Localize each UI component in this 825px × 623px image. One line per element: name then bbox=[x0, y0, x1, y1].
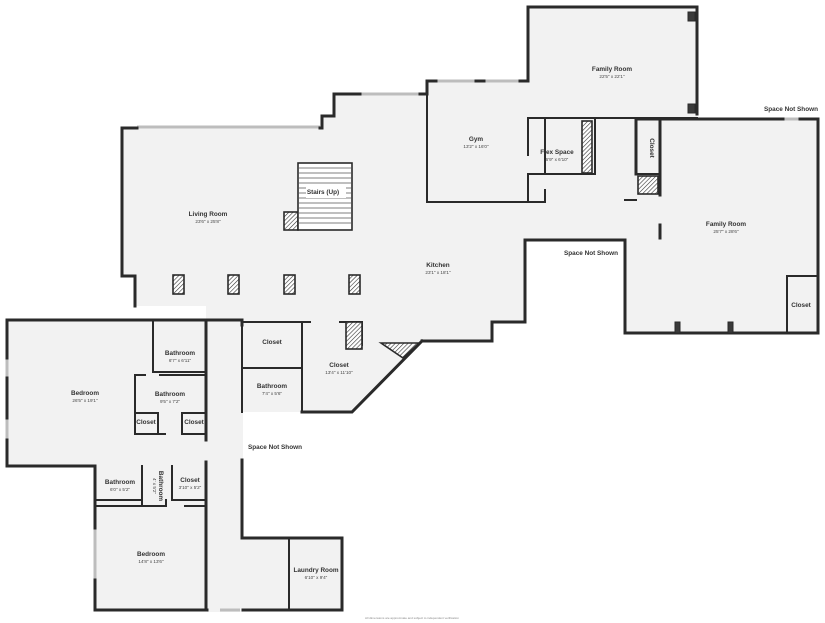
room-dims-closet-c: 3'10" x 5'2" bbox=[179, 485, 202, 490]
room-dims-bathroom-d: 4' x 5'2" bbox=[152, 478, 157, 494]
windows bbox=[5, 79, 800, 612]
room-name-gym: Gym bbox=[469, 136, 484, 143]
room-name-closet-far-right: Closet bbox=[791, 302, 811, 309]
room-dims-flex-space: 6'9" x 6'10" bbox=[546, 157, 569, 162]
room-dims-bathroom-a: 6'7" x 6'11" bbox=[169, 358, 192, 363]
room-name-bedroom-lower: Bedroom bbox=[137, 551, 165, 558]
room-name-bathroom-c: Bathroom bbox=[105, 479, 135, 486]
space-not-shown-label: Space Not Shown bbox=[248, 444, 302, 451]
room-name-laundry: Laundry Room bbox=[293, 567, 338, 574]
room-name-closet-c: Closet bbox=[180, 477, 200, 484]
disclaimer-text: All dimensions are approximate and subje… bbox=[365, 616, 459, 620]
interior-walls bbox=[94, 93, 819, 611]
room-name-closet-mid: Closet bbox=[262, 339, 282, 346]
room-dims-bathroom-c: 6'0" x 5'2" bbox=[110, 487, 130, 492]
floor-main bbox=[122, 7, 697, 412]
room-name-bathroom-a: Bathroom bbox=[165, 350, 195, 357]
room-name-bathroom-mid: Bathroom bbox=[257, 383, 287, 390]
room-dims-bathroom-b: 9'5" x 7'2" bbox=[160, 399, 180, 404]
room-name-closet-right: Closet bbox=[648, 138, 655, 158]
room-name-closet-b1: Closet bbox=[136, 419, 156, 426]
room-dims-gym: 13'2" x 16'0" bbox=[463, 144, 489, 149]
floor-right bbox=[625, 119, 818, 333]
exterior-walls bbox=[5, 5, 820, 612]
room-dims-living-room: 23'6" x 25'8" bbox=[195, 219, 221, 224]
floor-lower-block bbox=[95, 466, 207, 610]
floor-corridor bbox=[207, 320, 243, 612]
pillars bbox=[172, 120, 659, 360]
room-name-bedroom-main: Bedroom bbox=[71, 390, 99, 397]
notes: Space Not Shown Space Not Shown Space No… bbox=[248, 106, 818, 620]
room-labels: Family Room 22'5" x 22'1" Gym 13'2" x 16… bbox=[71, 66, 812, 580]
room-name-closet-large: Closet bbox=[329, 362, 349, 369]
room-dims-bedroom-lower: 14'8" x 13'6" bbox=[138, 559, 164, 564]
room-name-flex-space: Flex Space bbox=[540, 149, 574, 156]
room-name-bathroom-d: Bathroom bbox=[157, 471, 164, 501]
room-name-family-room-top: Family Room bbox=[592, 66, 632, 73]
stairs bbox=[297, 162, 353, 231]
floor-laundry-block bbox=[242, 538, 342, 610]
room-dims-bedroom-main: 26'5" x 19'1" bbox=[72, 398, 98, 403]
room-name-bathroom-b: Bathroom bbox=[155, 391, 185, 398]
room-name-stairs: Stairs (Up) bbox=[307, 189, 339, 196]
room-dims-laundry: 6'10" x 9'4" bbox=[305, 575, 328, 580]
room-name-kitchen: Kitchen bbox=[426, 262, 450, 269]
room-name-closet-b2: Closet bbox=[184, 419, 204, 426]
room-dims-family-room-right: 25'7" x 28'6" bbox=[713, 229, 739, 234]
floor-fills bbox=[7, 7, 818, 612]
room-name-family-room-right: Family Room bbox=[706, 221, 746, 228]
room-dims-bathroom-mid: 7'4" x 5'6" bbox=[262, 391, 282, 396]
columns bbox=[674, 11, 734, 334]
room-name-living-room: Living Room bbox=[189, 211, 228, 218]
space-not-shown-label: Space Not Shown bbox=[564, 250, 618, 257]
floor-left-block bbox=[7, 321, 207, 466]
room-dims-family-room-top: 22'5" x 22'1" bbox=[599, 74, 625, 79]
room-dims-kitchen: 23'1" x 18'1" bbox=[425, 270, 451, 275]
space-not-shown-label: Space Not Shown bbox=[764, 106, 818, 113]
room-dims-closet-large: 13'4" x 11'10" bbox=[325, 370, 353, 375]
